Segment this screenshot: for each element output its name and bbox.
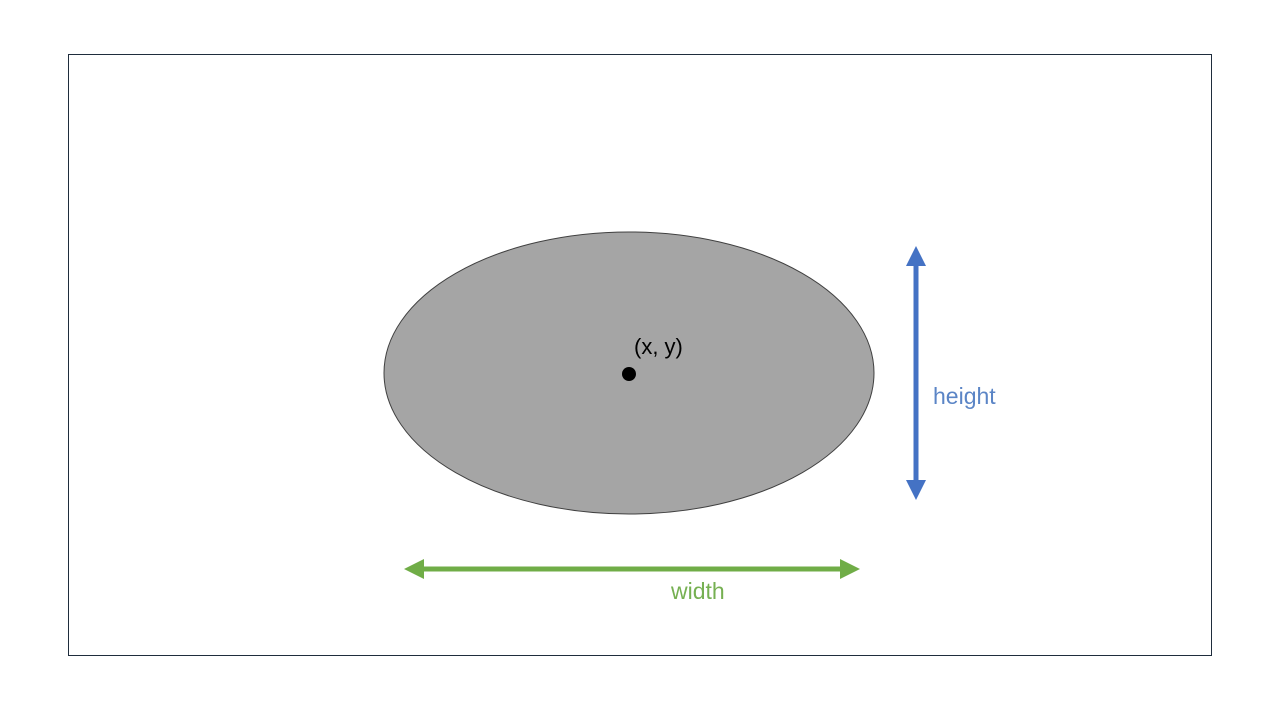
height-label: height xyxy=(933,383,996,409)
center-point-label: (x, y) xyxy=(634,334,683,359)
center-dot xyxy=(622,367,636,381)
width-label: width xyxy=(671,578,725,604)
